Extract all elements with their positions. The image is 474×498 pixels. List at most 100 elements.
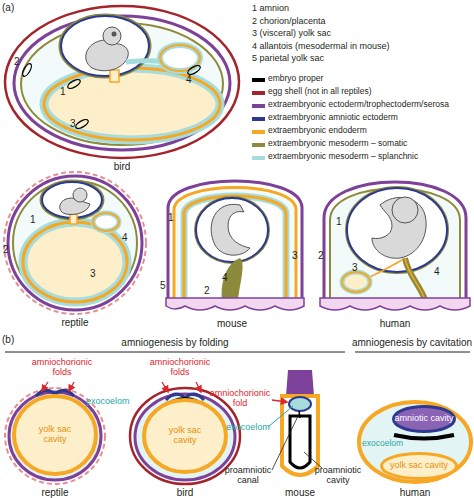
callout-number: 2 [14, 56, 20, 67]
callout-number: 1 [168, 212, 174, 223]
ectoplacental-cone [286, 370, 314, 396]
species-label: mouse [217, 318, 247, 329]
callout-marker [66, 78, 81, 90]
species-label: human [380, 318, 411, 329]
yolk-sac-cavity: yolk sac cavity [142, 398, 228, 474]
callout-number: 3 [70, 118, 76, 129]
fold-arrow [162, 382, 168, 392]
reptile-egg [4, 172, 146, 314]
placenta [320, 298, 470, 310]
fold-arrow [272, 400, 287, 402]
allantois-mesoderm [93, 213, 119, 231]
visceral-yolk-sac [184, 196, 286, 300]
callout-number: 2 [3, 244, 9, 255]
amniochorionic-fold [289, 397, 311, 411]
cavity-label: yolk sac cavity [32, 425, 78, 445]
legend-swatch [252, 143, 265, 147]
legend-swatch [252, 117, 265, 121]
allantois [222, 258, 243, 300]
embryo-eye [112, 32, 117, 37]
node-text-box: amniotic cavity [392, 405, 456, 433]
fold-arrow [196, 382, 201, 392]
callout-number: 2 [204, 285, 210, 296]
yolk-stalk [110, 70, 119, 82]
species-label: mouse [285, 487, 315, 498]
amnion [61, 16, 149, 76]
human-conceptus [320, 182, 470, 310]
legend-text: egg shell (not in all reptiles) [268, 87, 371, 96]
somatic-mesoderm [330, 189, 460, 301]
yolk-stalk [368, 260, 402, 278]
node-text-box: yolk sac cavity [12, 394, 98, 476]
annotation: amniochorionic fold [207, 389, 273, 409]
visceral-yolk-sac-mesoderm [184, 196, 286, 300]
annotation: amniochorionic folds [145, 358, 215, 378]
serosa [8, 176, 142, 310]
node-text-box: yolk sac cavity [142, 398, 228, 474]
callout-number: 1 [60, 86, 66, 97]
callout-number: 4 [186, 74, 192, 85]
legend-item: 2 chorion/placenta [252, 17, 472, 29]
callout-marker [74, 118, 89, 130]
amnion [196, 198, 268, 262]
callout-number: 1 [336, 216, 342, 227]
species-label: bird [177, 487, 194, 498]
legend-swatch [252, 104, 265, 108]
egg-shell [130, 388, 240, 484]
callout-marker [21, 62, 33, 77]
egg-shell [5, 6, 239, 158]
embryo [60, 198, 90, 215]
yolk-sac-mesoderm [342, 272, 370, 292]
legend-item: 5 parietal yolk sac [252, 54, 472, 66]
annotation: exocoelom [226, 423, 270, 433]
epiblast [290, 416, 310, 468]
allantois [405, 258, 425, 300]
callout-number: 4 [222, 272, 228, 283]
legend-swatch [252, 156, 265, 160]
human-amniogenesis [359, 402, 471, 482]
yolk-sac [342, 272, 370, 292]
amniotic-cavity: amniotic cavity [392, 405, 456, 433]
cavity-outline [382, 454, 457, 479]
legend-text: 2 chorion/placenta [252, 17, 326, 27]
embryo-proper [394, 435, 454, 439]
legend-swatch [252, 91, 265, 95]
callout-number: 1 [30, 214, 36, 225]
legend-item: extraembryonic mesoderm – somatic [252, 139, 472, 151]
legend-text: 5 parietal yolk sac [252, 54, 324, 64]
legend-item: embryo proper [252, 74, 472, 86]
yolk-stalk [70, 214, 77, 224]
callout-number: 2 [318, 250, 324, 261]
cavity-outline [394, 407, 455, 432]
legend-text: 4 allantois (mesodermal in mouse) [252, 42, 390, 52]
legend-item: 4 allantois (mesodermal in mouse) [252, 42, 472, 54]
annotation: exocoelom [362, 439, 403, 448]
bird-egg [5, 6, 239, 158]
legend-swatch [252, 130, 265, 134]
amnion-mesoderm [196, 198, 268, 262]
cavity-outline [14, 396, 96, 474]
amnion-mesoderm [61, 16, 149, 76]
cavity-label: yolk sac cavity [162, 426, 208, 446]
amnion-mesoderm [347, 188, 447, 272]
legend-text: extraembryonic ectoderm/trophectoderm/se… [268, 100, 449, 109]
trophoblast [324, 182, 466, 300]
section-heading: amniogenesis by cavitation [352, 337, 472, 348]
cavity-label: amniotic cavity [393, 414, 455, 424]
yolk-sac-mesoderm [23, 222, 127, 302]
callout-number: 3 [352, 262, 358, 273]
legend-item: extraembryonic amniotic ectoderm [252, 113, 472, 125]
legend-text: extraembryonic endoderm [268, 126, 367, 135]
legend-item: 1 amnion [252, 4, 472, 16]
leader-line [268, 406, 293, 427]
legend-item: 3 (visceral) yolk sac [252, 29, 472, 41]
callout-number: 3 [90, 268, 96, 279]
yolk-sac-cavity: yolk sac cavity [12, 394, 98, 476]
species-label: reptile [41, 487, 68, 498]
panel-letter: (b) [2, 334, 14, 345]
callout-number: 5 [160, 280, 166, 291]
yolk-sac-endoderm [23, 222, 127, 302]
embryo [86, 40, 129, 71]
legend-text: extraembryonic amniotic ectoderm [268, 113, 398, 122]
